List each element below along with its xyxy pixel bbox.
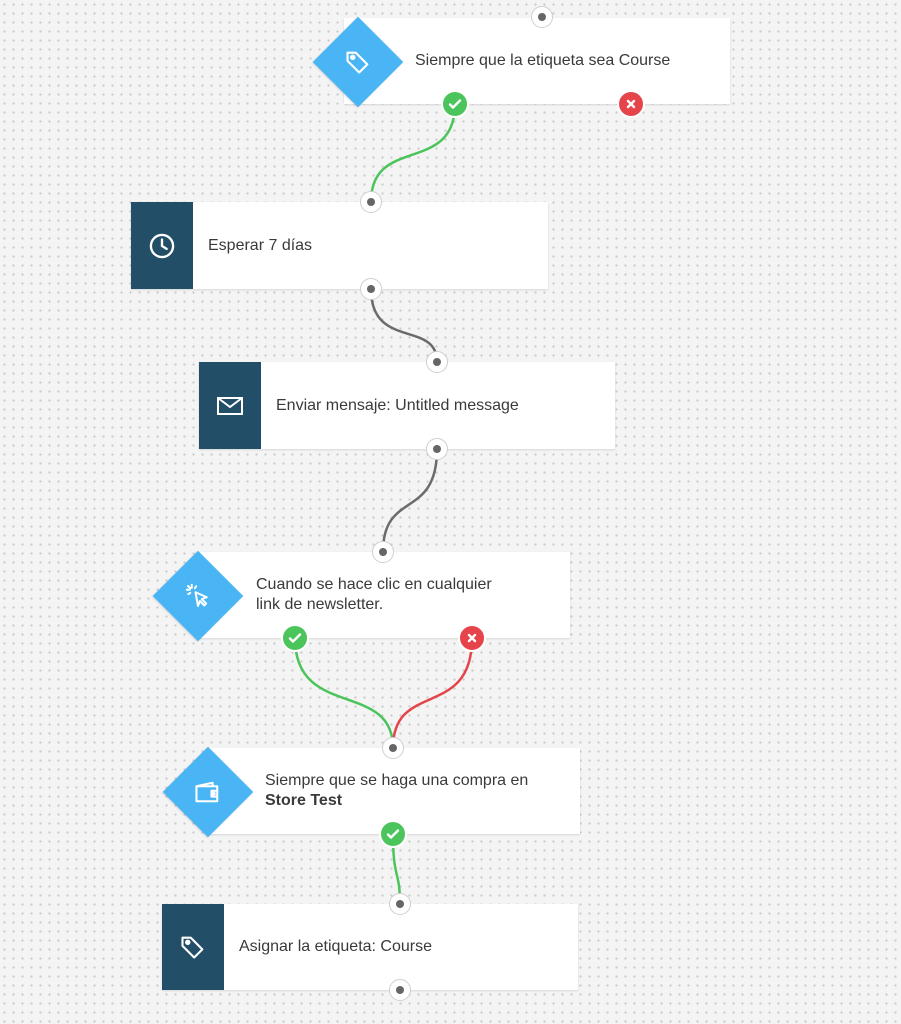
purchase-condition-trigger-badge	[162, 746, 254, 838]
connector-no-click-to-purchase	[391, 637, 474, 749]
node-label: Esperar 7 días	[208, 237, 313, 254]
input-port[interactable]	[389, 893, 411, 915]
node-click-condition[interactable]: Cuando se hace clic en cualquier link de…	[199, 552, 570, 638]
input-port[interactable]	[382, 737, 404, 759]
node-purchase-condition[interactable]: Siempre que se haga una compra en Store …	[209, 748, 580, 834]
node-label-line1: Cuando se hace clic en cualquier	[256, 576, 492, 593]
yes-branch-check-icon[interactable]	[281, 624, 309, 652]
node-send-message[interactable]: Enviar mensaje: Untitled message	[199, 362, 615, 449]
no-branch-close-icon[interactable]	[458, 624, 486, 652]
output-port[interactable]	[360, 278, 382, 300]
output-port[interactable]	[426, 438, 448, 460]
node-label: Siempre que la etiqueta sea Course	[415, 52, 671, 69]
store-name: Store Test	[265, 792, 343, 809]
node-label-store: Store Test	[265, 791, 342, 811]
node-label-line2: link de newsletter.	[256, 596, 384, 613]
envelope-icon	[217, 396, 243, 415]
node-label: Asignar la etiqueta: Course	[239, 938, 432, 955]
message-icon-box	[199, 362, 261, 449]
yes-branch-check-icon[interactable]	[379, 820, 407, 848]
output-port[interactable]	[389, 979, 411, 1001]
connector-message-to-click	[381, 448, 439, 553]
tag-condition-trigger-badge	[312, 16, 404, 108]
node-label: Enviar mensaje: Untitled message	[276, 397, 519, 414]
connector-yes-tag-to-wait	[369, 103, 457, 203]
node-label-prefix: Siempre que se haga una compra en	[265, 772, 529, 789]
node-wait[interactable]: Esperar 7 días	[131, 202, 548, 289]
node-assign-tag[interactable]: Asignar la etiqueta: Course	[162, 904, 578, 990]
wait-icon-box	[131, 202, 193, 289]
input-port[interactable]	[426, 351, 448, 373]
input-port[interactable]	[372, 541, 394, 563]
wallet-icon	[195, 781, 219, 803]
clock-icon	[149, 233, 175, 258]
input-port[interactable]	[531, 6, 553, 28]
yes-branch-check-icon[interactable]	[441, 90, 469, 118]
connector-wait-to-message	[369, 288, 439, 363]
connector-yes-click-to-purchase	[293, 637, 395, 749]
click-condition-trigger-badge	[152, 550, 244, 642]
tag-icon	[346, 51, 369, 74]
assign-tag-icon-box	[162, 904, 224, 990]
node-tag-condition[interactable]: Siempre que la etiqueta sea Course	[344, 18, 730, 104]
no-branch-close-icon[interactable]	[617, 90, 645, 118]
tag-icon	[181, 936, 204, 959]
cursor-click-icon	[185, 583, 208, 607]
input-port[interactable]	[360, 191, 382, 213]
